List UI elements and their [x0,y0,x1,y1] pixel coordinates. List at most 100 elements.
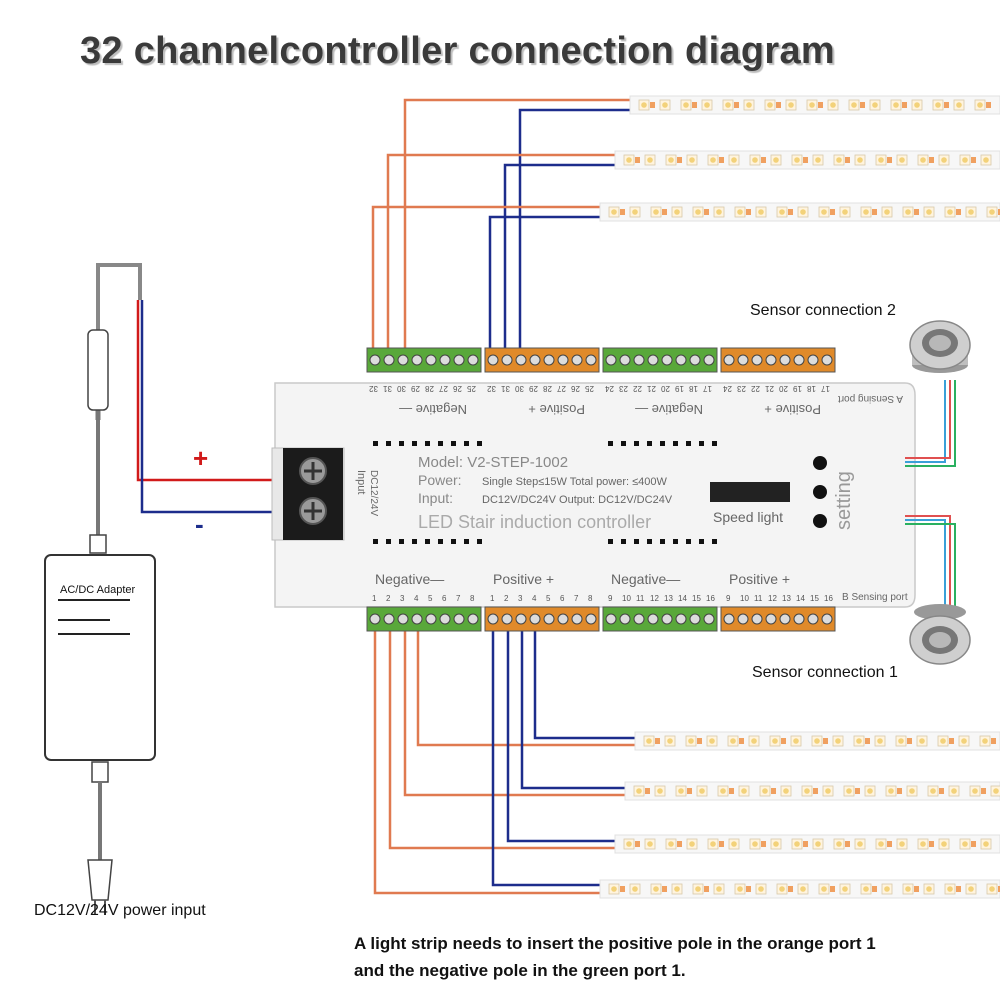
terminal-screw[interactable] [501,354,513,366]
pin-number: 6 [442,594,447,603]
terminal-screw[interactable] [411,613,423,625]
terminal-screw[interactable] [793,354,805,366]
terminal-screw[interactable] [369,613,381,625]
pin-number: 28 [543,384,552,393]
setting-button-2[interactable] [813,485,827,499]
terminal-screw[interactable] [765,354,777,366]
terminal-screw[interactable] [689,613,701,625]
terminal-screw[interactable] [737,354,749,366]
terminal-screw[interactable] [821,354,833,366]
terminal-screw[interactable] [571,613,583,625]
terminal-screw[interactable] [689,354,701,366]
terminal-screw[interactable] [529,354,541,366]
terminal-screw[interactable] [821,613,833,625]
terminal-screw[interactable] [619,354,631,366]
wire-bottom-positive-1 [416,630,635,747]
led-strip [624,781,1000,801]
terminal-screw[interactable] [467,613,479,625]
terminal-screw[interactable] [647,354,659,366]
terminal-screw[interactable] [557,354,569,366]
terminal-screw[interactable] [605,613,617,625]
pin-number: 18 [807,384,816,393]
pin-number: 8 [588,594,593,603]
terminal-screw[interactable] [487,354,499,366]
terminal-screw[interactable] [675,613,687,625]
terminal-screw[interactable] [529,613,541,625]
terminal-screw[interactable] [369,354,381,366]
terminal-screw[interactable] [779,354,791,366]
terminal-screw[interactable] [703,354,715,366]
terminal-group-label: Negative — [635,402,703,417]
input-value: DC12V/DC24V Output: DC12V/DC24V [482,494,673,506]
pin-number: 22 [751,384,760,393]
pin-number: 19 [675,384,684,393]
terminal-screw[interactable] [751,613,763,625]
terminal-screw[interactable] [515,613,527,625]
terminal-screw[interactable] [585,613,597,625]
terminal-screw[interactable] [425,613,437,625]
setting-button-3[interactable] [813,514,827,528]
terminal-screw[interactable] [571,354,583,366]
minus-sign: - [195,509,204,539]
terminal-screw[interactable] [737,613,749,625]
terminal-screw[interactable] [723,354,735,366]
wire-top-negative-1 [518,108,630,355]
wire-bottom-negative-1 [533,630,635,740]
ac-plug [87,859,113,901]
terminal-screw[interactable] [723,613,735,625]
terminal-screw[interactable] [661,354,673,366]
terminal-screw[interactable] [751,354,763,366]
terminal-screw[interactable] [439,354,451,366]
terminal-screw[interactable] [633,354,645,366]
terminal-screw[interactable] [605,354,617,366]
pin-number: 1 [372,594,377,603]
power-input-label: DC12V/24V power input [34,902,206,919]
terminal-screw[interactable] [557,613,569,625]
terminal-screw[interactable] [487,613,499,625]
adapter-label: AC/DC Adapter [60,584,136,596]
terminal-screw[interactable] [383,613,395,625]
terminal-screw[interactable] [619,613,631,625]
terminal-screw[interactable] [807,354,819,366]
terminal-screw[interactable] [585,354,597,366]
terminal-screw[interactable] [383,354,395,366]
terminal-screw[interactable] [779,613,791,625]
terminal-screw[interactable] [661,613,673,625]
pin-number: 30 [515,384,524,393]
terminal-screw[interactable] [543,354,555,366]
terminal-screw[interactable] [807,613,819,625]
wiring-note-line-1: A light strip needs to insert the positi… [354,934,876,953]
setting-button-1[interactable] [813,456,827,470]
bottom-wiring [373,630,635,895]
terminal-screw[interactable] [543,613,555,625]
terminal-screw[interactable] [501,613,513,625]
pin-number: 31 [501,384,510,393]
terminal-screw[interactable] [453,354,465,366]
terminal-screw[interactable] [467,354,479,366]
terminal-screw[interactable] [633,613,645,625]
pin-number: 26 [453,384,462,393]
terminal-screw[interactable] [647,613,659,625]
terminal-screw[interactable] [439,613,451,625]
terminal-screw[interactable] [515,354,527,366]
pin-number: 13 [782,594,791,603]
terminal-screw[interactable] [397,354,409,366]
pin-number: 11 [754,594,763,603]
pin-number: 7 [574,594,579,603]
terminal-screw[interactable] [793,613,805,625]
pin-number: 8 [470,594,475,603]
wiring-note-line-2: and the negative pole in the green port … [354,961,686,980]
terminal-screw[interactable] [397,613,409,625]
terminal-screw[interactable] [675,354,687,366]
terminal-screw[interactable] [765,613,777,625]
terminal-screw[interactable] [425,354,437,366]
pin-number: 13 [664,594,673,603]
terminal-screw[interactable] [703,613,715,625]
terminal-screw[interactable] [411,354,423,366]
led-strip [634,731,1000,751]
pin-number: 7 [456,594,461,603]
pin-number: 21 [765,384,774,393]
terminal-screw[interactable] [453,613,465,625]
